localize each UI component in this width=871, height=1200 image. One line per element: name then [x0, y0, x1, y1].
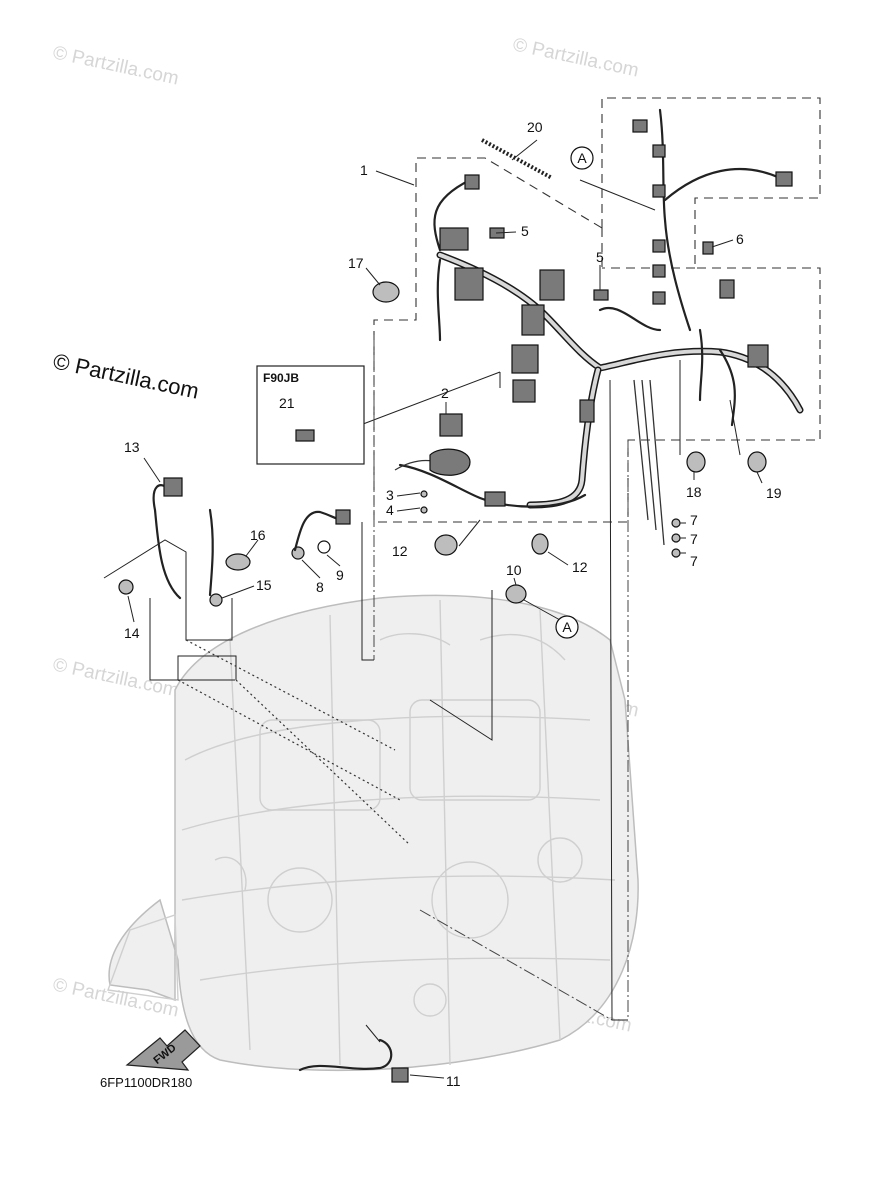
- connector-icon: [439, 413, 463, 437]
- connector-icon: [335, 509, 351, 525]
- clip-icon: [420, 506, 428, 514]
- connectors: [429, 119, 793, 507]
- callout-7: 7: [690, 553, 698, 569]
- connector-icon: [539, 269, 565, 301]
- grommet-icon: [434, 534, 458, 556]
- connector-icon: [295, 429, 315, 442]
- watermark: © Partzilla.com: [51, 42, 181, 89]
- screw-icon: [671, 533, 681, 543]
- connector-icon: [512, 379, 536, 403]
- grommet-icon: [747, 451, 767, 473]
- bolt-icon: [118, 579, 134, 595]
- callout-6: 6: [736, 231, 744, 247]
- screw-icon: [671, 548, 681, 558]
- diagram-code: 6FP1100DR180: [100, 1075, 192, 1090]
- callout-18: 18: [686, 484, 702, 500]
- callout-13: 13: [124, 439, 140, 455]
- callout-16: 16: [250, 527, 266, 543]
- leader-lines: [103, 139, 763, 1079]
- connector-icon: [747, 344, 769, 368]
- svg-text:A: A: [562, 619, 572, 635]
- grommet-icon: [372, 281, 400, 303]
- callout-8: 8: [316, 579, 324, 595]
- callout-7: 7: [690, 512, 698, 528]
- watermark: © Partzilla.com: [51, 654, 181, 701]
- callout-12: 12: [392, 543, 408, 559]
- watermark: © Partzilla.com: [511, 34, 641, 81]
- callout-4: 4: [386, 502, 394, 518]
- connector-icon: [439, 227, 469, 251]
- callout-2: 2: [441, 385, 449, 401]
- connector-icon: [579, 399, 595, 423]
- connector-icon: [511, 344, 539, 374]
- callout-19: 19: [766, 485, 782, 501]
- engine-block-illustration: [107, 594, 639, 1072]
- connector-icon: [652, 144, 666, 158]
- fwd-arrow-icon: FWD: [125, 1029, 201, 1071]
- clip-icon: [420, 490, 428, 498]
- callout-11: 11: [446, 1073, 461, 1089]
- o-ring-icon: [317, 540, 331, 554]
- connector-icon: [652, 291, 666, 305]
- wire-harness: [298, 108, 804, 1072]
- callout-20: 20: [527, 119, 543, 135]
- bolt-icon: [209, 593, 223, 607]
- callout-5: 5: [596, 249, 604, 265]
- callout-15: 15: [256, 577, 272, 593]
- callout-9: 9: [336, 567, 344, 583]
- connector-icon: [521, 304, 545, 336]
- variant-inset-box: F90JB 21: [256, 365, 365, 465]
- connector-icon: [775, 171, 793, 187]
- inset-label: F90JB: [263, 371, 299, 385]
- bolt-icon: [291, 546, 305, 560]
- connector-icon: [652, 264, 666, 278]
- reference-marker-a-bottom: A: [555, 615, 579, 639]
- callout-14: 14: [124, 625, 140, 641]
- connector-icon: [719, 279, 735, 299]
- connector-icon: [632, 119, 648, 133]
- callout-21: 21: [279, 395, 295, 411]
- grommet-icon: [225, 553, 251, 571]
- connector-icon: [702, 241, 714, 255]
- grommet-icon: [531, 533, 549, 555]
- connector-icon: [484, 491, 506, 507]
- screw-icon: [671, 518, 681, 528]
- connector-icon: [652, 239, 666, 253]
- connector-icon: [163, 477, 183, 497]
- cable-tie-icon: [481, 138, 553, 180]
- dashed-groupings: [373, 97, 821, 523]
- callout-7: 7: [690, 531, 698, 547]
- connector-icon: [454, 267, 484, 301]
- grommet-icon: [686, 451, 706, 473]
- callout-17: 17: [348, 255, 364, 271]
- reference-marker-a-top: A: [570, 146, 594, 170]
- callout-12: 12: [572, 559, 588, 575]
- coil-icon: [429, 448, 471, 476]
- callout-3: 3: [386, 487, 394, 503]
- connector-icon: [652, 184, 666, 198]
- grommet-icon: [505, 584, 527, 604]
- watermark-large: © Partzilla.com: [51, 348, 201, 403]
- sensor-leads: [152, 477, 351, 600]
- svg-text:A: A: [577, 150, 587, 166]
- callout-1: 1: [360, 162, 368, 178]
- callout-10: 10: [506, 562, 522, 578]
- connector-icon: [391, 1067, 409, 1083]
- connector-icon: [593, 289, 609, 301]
- callout-5: 5: [521, 223, 529, 239]
- connector-icon: [464, 174, 480, 190]
- callout-numbers: 1 2 3 4 5 5 6 7 7 7 8 9 10 11 12 12 13 1…: [124, 119, 782, 1089]
